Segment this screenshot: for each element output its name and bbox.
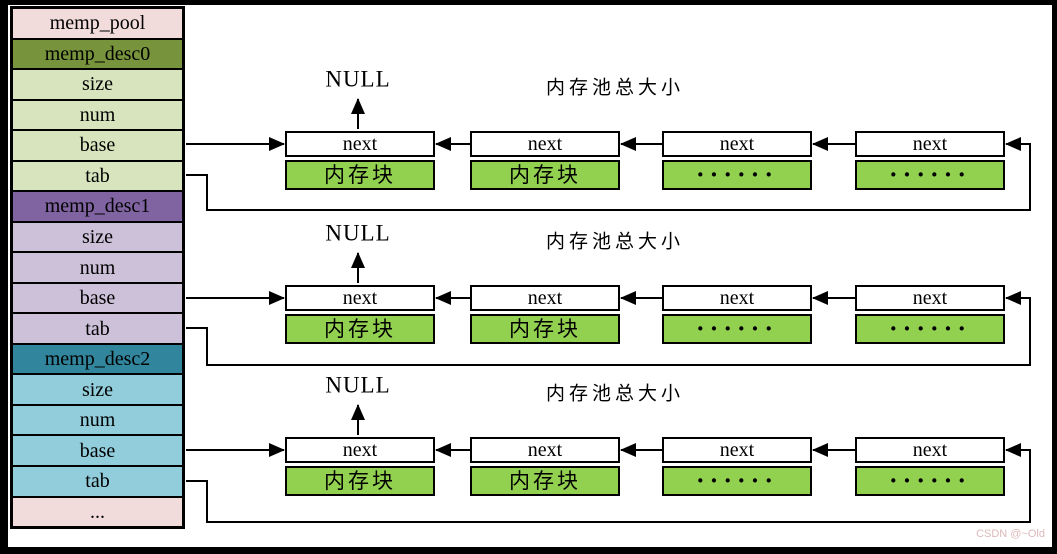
table-row-label: size: [81, 73, 114, 96]
memory-block-cell: ······: [662, 466, 812, 496]
table-row-size: size: [13, 373, 182, 404]
next-pointer-cell: next: [285, 285, 435, 311]
memory-block-cell: 内存块: [470, 466, 620, 496]
memory-block-cell: ······: [855, 466, 1005, 496]
next-pointer-cell: next: [662, 437, 812, 463]
next-pointer-cell: next: [662, 285, 812, 311]
memory-block-cell: 内存块: [470, 160, 620, 190]
table-row-memp-desc1: memp_desc1: [13, 190, 182, 221]
table-row-base: base: [13, 129, 182, 160]
next-pointer-cell: next: [285, 437, 435, 463]
table-row-num: num: [13, 98, 182, 130]
memory-block-cell: ······: [855, 160, 1005, 190]
next-pointer-cell: next: [470, 437, 620, 463]
memory-block-cell: ······: [662, 314, 812, 344]
next-pointer-cell: next: [855, 437, 1005, 463]
table-row-base: base: [13, 281, 182, 313]
table-row-tab: tab: [13, 312, 182, 343]
table-row-label: num: [79, 103, 116, 126]
table-row-label: tab: [85, 164, 110, 187]
table-row-base: base: [13, 434, 182, 465]
memory-block-cell: 内存块: [285, 160, 435, 190]
next-pointer-cell: next: [855, 285, 1005, 311]
table-row-size: size: [13, 68, 182, 99]
memory-block-cell: 内存块: [285, 314, 435, 344]
table-row-label: memp_desc1: [44, 195, 151, 218]
pool-size-label: 内存池总大小: [545, 383, 685, 405]
null-label: NULL: [325, 220, 391, 246]
table-row-memp-desc2: memp_desc2: [13, 342, 182, 374]
table-row-label: size: [81, 378, 114, 401]
pool-size-label: 内存池总大小: [545, 77, 685, 99]
watermark: CSDN @~Old: [976, 528, 1045, 540]
next-pointer-cell: next: [470, 285, 620, 311]
next-pointer-cell: next: [662, 131, 812, 157]
next-pointer-cell: next: [855, 131, 1005, 157]
table-row-label: num: [79, 409, 116, 432]
table-row-num: num: [13, 251, 182, 282]
table-row-memp-pool: memp_pool: [13, 9, 182, 38]
null-label: NULL: [325, 372, 391, 398]
table-row-num: num: [13, 403, 182, 435]
memory-block-cell: ······: [662, 160, 812, 190]
table-row-label: base: [79, 287, 116, 310]
table-row-tab: tab: [13, 159, 182, 191]
table-row-label: size: [81, 225, 114, 248]
table-row-tab: tab: [13, 464, 182, 496]
next-pointer-cell: next: [470, 131, 620, 157]
table-row-label: num: [79, 256, 116, 279]
pool-size-label: 内存池总大小: [545, 231, 685, 253]
table-row-label: memp_desc2: [44, 348, 151, 371]
table-row-label: tab: [85, 470, 110, 493]
memory-block-cell: 内存块: [470, 314, 620, 344]
memory-block-cell: ······: [855, 314, 1005, 344]
table-row-label: base: [79, 439, 116, 462]
table-row-label: ...: [90, 500, 105, 523]
table-row-memp-desc0: memp_desc0: [13, 37, 182, 69]
null-label: NULL: [325, 66, 391, 92]
table-row-size: size: [13, 220, 182, 252]
table-row-label: memp_desc0: [44, 42, 151, 65]
next-pointer-cell: next: [285, 131, 435, 157]
table-row--: ...: [13, 495, 182, 527]
table-row-label: tab: [85, 317, 110, 340]
table-row-label: memp_pool: [49, 12, 146, 35]
memory-block-cell: 内存块: [285, 466, 435, 496]
table-row-label: base: [79, 134, 116, 157]
